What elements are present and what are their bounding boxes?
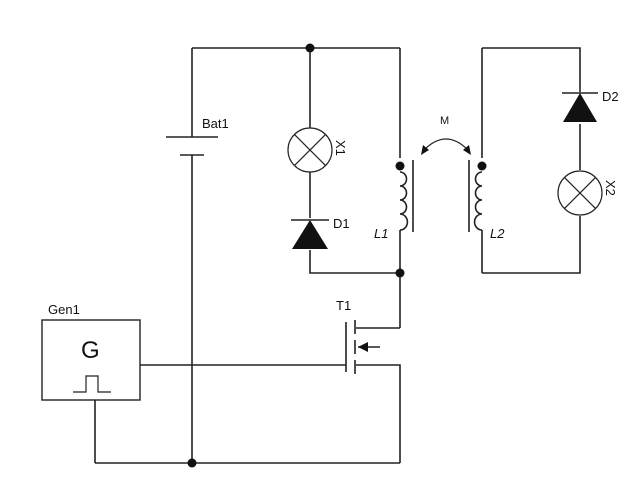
lamp-icon <box>287 127 333 173</box>
battery-icon <box>166 136 218 156</box>
diode-d1: D1 <box>291 216 350 249</box>
inductor-l1: L1 <box>374 160 414 241</box>
lamp-x1: X1 <box>287 127 348 173</box>
mosfet-icon <box>345 320 380 374</box>
d1-label: D1 <box>333 216 350 231</box>
l1-label: L1 <box>374 226 388 241</box>
junctions <box>187 43 405 468</box>
x1-label: X1 <box>333 140 348 156</box>
inductor-icon <box>468 160 487 232</box>
l2-label: L2 <box>490 226 505 241</box>
square-pulse-icon <box>73 375 111 393</box>
generator-gen1: G Gen1 <box>41 302 141 401</box>
junction-dot-icon <box>305 43 315 53</box>
wires <box>94 47 581 464</box>
lamp-icon <box>557 170 603 216</box>
inductor-icon <box>395 160 414 232</box>
mutual-label: M <box>440 115 449 127</box>
mosfet-t1: T1 <box>336 298 380 374</box>
inductor-l2: L2 <box>468 160 505 241</box>
d2-label: D2 <box>602 89 619 104</box>
lamp-x2: X2 <box>557 170 618 216</box>
pulse-generator-icon <box>41 319 141 401</box>
diode-icon <box>291 219 329 249</box>
t1-label: T1 <box>336 298 351 313</box>
gen-symbol: G <box>81 337 100 364</box>
diode-icon <box>562 92 598 122</box>
battery-bat1: Bat1 <box>166 116 229 156</box>
bat1-label: Bat1 <box>202 116 229 131</box>
mutual-coupling: M <box>421 115 471 155</box>
diode-d2: D2 <box>562 89 619 122</box>
x2-label: X2 <box>603 180 618 196</box>
gen1-label: Gen1 <box>48 302 80 317</box>
junction-dot-icon <box>187 458 197 468</box>
junction-dot-icon <box>395 268 405 278</box>
